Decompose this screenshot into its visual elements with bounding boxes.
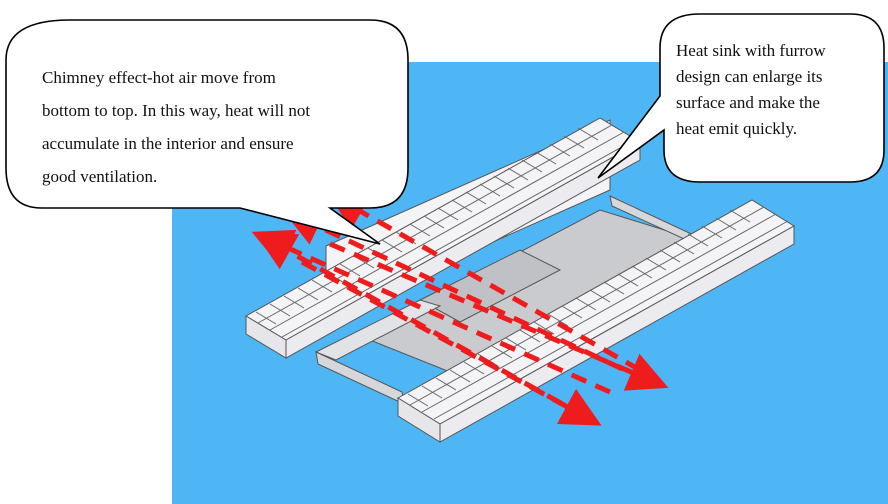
airflow-arrows (251, 192, 669, 426)
callout-right-line-4: heat emit quickly. (676, 119, 798, 138)
airflow-arrow (300, 259, 602, 426)
callout-right-line-1: Heat sink with furrow (676, 41, 826, 60)
callout-left-line-2: bottom to top. In this way, heat will no… (42, 101, 311, 120)
airflow-arrow (251, 229, 612, 395)
callout-left-line-1: Chimney effect-hot air move from (42, 68, 276, 87)
callout-left-bubble (5, 19, 409, 245)
callout-left-line-4: good ventilation. (42, 167, 158, 186)
callout-left-text: Chimney effect-hot air move from bottom … (42, 61, 392, 193)
callout-right-text: Heat sink with furrow design can enlarge… (676, 38, 866, 164)
callout-left-line-3: accumulate in the interior and ensure (42, 134, 294, 153)
callout-right-bubble (597, 13, 885, 183)
heat-sink-front-fins (407, 206, 789, 420)
rail-front-left (314, 299, 442, 361)
heat-sink-back-fins (255, 124, 637, 338)
callout-right-line-3: surface and make the (676, 93, 820, 112)
airflow-arrow (326, 192, 642, 373)
heat-sink-front-side-face (439, 225, 795, 443)
airflow-arrow (329, 241, 669, 391)
airflow-arrow (281, 208, 648, 383)
callout-right-line-2: design can enlarge its (676, 67, 823, 86)
